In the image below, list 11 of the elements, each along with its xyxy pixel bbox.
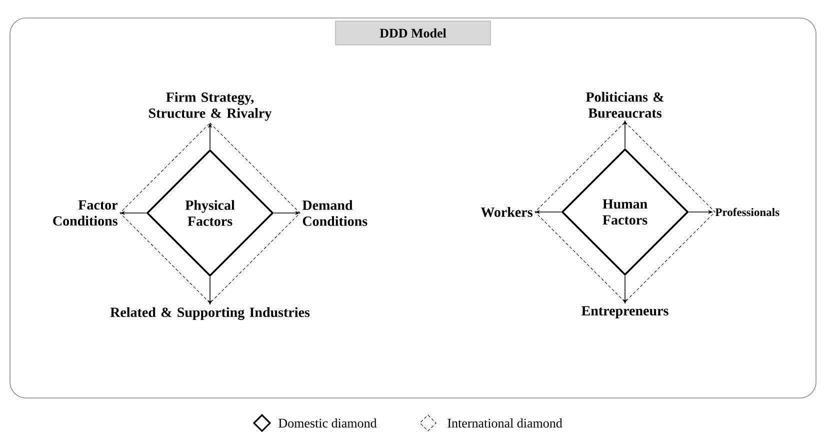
factor-label: Workers — [480, 207, 532, 217]
factor-label: Related & Supporting Industries — [110, 307, 310, 320]
factor-label: Entrepreneurs — [582, 306, 668, 318]
factor-label: Firm Strategy, Structure & Rivalry — [149, 92, 272, 121]
title-tab: DDD Model — [335, 20, 491, 46]
legend-text: International diamond — [448, 418, 562, 428]
legend-text: Domestic diamond — [278, 418, 377, 428]
factor-label: Factor Conditions — [53, 200, 118, 226]
factor-label: Demand Conditions — [302, 200, 368, 226]
factor-label: Politicians & Bureaucrats — [586, 92, 664, 118]
factor-label: Professionals — [715, 208, 780, 216]
